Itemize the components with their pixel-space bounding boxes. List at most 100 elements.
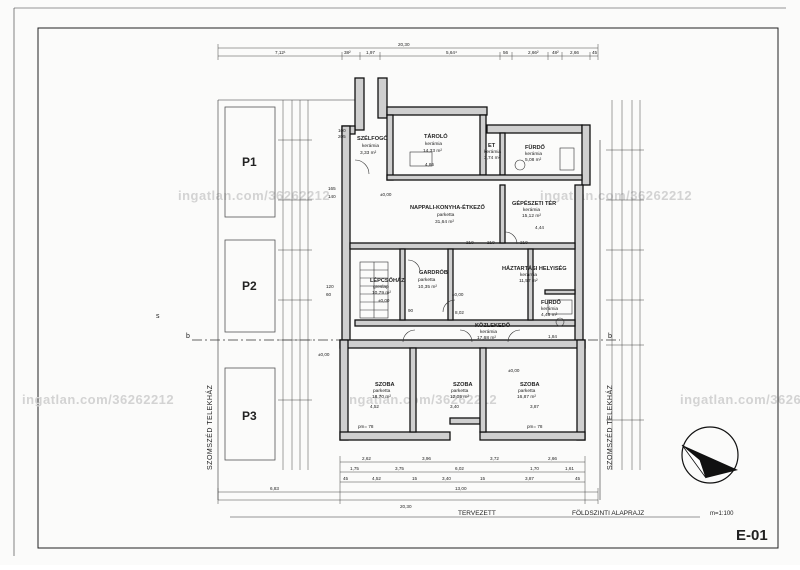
room-area-furdo-2: 4,46 m² [541,312,558,318]
svg-text:±0,00: ±0,00 [508,368,520,373]
parking-label-p2: P2 [242,279,257,293]
room-name-szoba-3: SZOBA [520,382,540,388]
parking-label-p3: P3 [242,409,257,423]
watermark-1: ingatlan.com/36262212 [178,188,330,203]
room-name-haztartasi: HÁZTARTÁSI HELYISÉG [502,264,567,272]
svg-text:1,61: 1,61 [565,466,574,471]
svg-text:pm= 78: pm= 78 [527,424,543,429]
room-name-furdo-2: FÜRDŐ [541,299,562,306]
sheet-code: E-01 [736,527,768,544]
parking-bay-p2 [224,239,276,333]
neighbour-label-right: SZOMSZÉD TELEKHÁZ [605,384,614,470]
left-dimension-chains [278,100,312,470]
watermark-2: ingatlan.com/36262212 [540,188,692,203]
svg-text:90: 90 [408,308,414,313]
room-name-gepeszeti: GÉPÉSZETI TÉR [512,199,556,207]
svg-text:15: 15 [412,476,418,481]
svg-text:4,86: 4,86 [425,162,434,167]
top-dimension-chain: 20,30 7,12¹ 38² 1,97 5,64⁴ 56 2,66² 48² … [217,42,599,60]
room-area-tarolo: 14,33 m² [423,148,442,154]
svg-text:56: 56 [503,50,509,55]
svg-text:48²: 48² [552,50,559,55]
room-area-et: 3,74 m² [484,155,501,161]
room-name-furdo-1: FÜRDŐ [525,144,546,151]
room-floor-szelfogo: kerámia [362,143,379,149]
room-area-lepcsohaz: 10,79 m² [372,290,391,296]
svg-text:165: 165 [328,186,336,191]
side-mark: s [156,313,160,320]
svg-text:±0,00: ±0,00 [452,292,464,297]
svg-text:15: 15 [480,476,486,481]
svg-text:pm= 78: pm= 78 [358,424,374,429]
room-floor-kozlekedo: kerámia [480,329,497,335]
svg-text:±0,00: ±0,00 [378,298,390,303]
room-name-lepcsohaz: LÉPCSŐHÁZ [370,276,405,284]
building-outline [339,77,591,441]
bottom-dimension-chains: 2,62 3,96 3,72 2,66 1,75 3,75 6,02 1,70 … [217,456,599,509]
room-name-szoba-1: SZOBA [375,382,395,388]
svg-text:6,02: 6,02 [455,466,464,471]
svg-text:7,12¹: 7,12¹ [275,50,286,55]
svg-text:3,40: 3,40 [450,404,459,409]
staircase [359,261,389,319]
svg-text:13,00: 13,00 [455,486,467,491]
svg-text:3,96: 3,96 [422,456,431,461]
room-name-szoba-2: SZOBA [453,382,473,388]
room-area-szoba-2: 12,05 m² [450,394,469,400]
svg-text:45: 45 [343,476,349,481]
sheet-frame [37,27,779,549]
svg-text:2,62: 2,62 [362,456,371,461]
svg-text:45: 45 [575,476,581,481]
plan-status: TERVEZETT [458,510,496,517]
svg-text:1,97: 1,97 [366,50,375,55]
svg-text:±0,00: ±0,00 [318,352,330,357]
room-floor-gepeszeti: kerámia [523,207,540,213]
room-area-haztartasi: 11,57 m² [519,278,538,284]
neighbour-label-left: SZOMSZÉD TELEKHÁZ [205,384,214,470]
svg-text:120: 120 [326,284,334,289]
svg-text:3,87: 3,87 [525,476,534,481]
room-floor-gardrob: parketta [418,277,436,283]
room-name-szelfogo: SZÉLFOGÓ [357,134,388,142]
svg-text:8,02: 8,02 [455,310,464,315]
svg-text:20,30: 20,30 [400,504,412,509]
svg-text:210: 210 [466,240,474,245]
svg-text:1,75: 1,75 [350,466,359,471]
right-dimension-chains [606,100,644,470]
room-name-tarolo: TÁROLÓ [424,132,448,140]
door-swings [354,159,521,343]
svg-text:3,75: 3,75 [395,466,404,471]
watermark-3: ingatlan.com/36262212 [22,392,174,407]
room-floor-furdo-1: kerámia [525,151,542,157]
svg-text:38²: 38² [344,50,351,55]
svg-text:4,52: 4,52 [372,476,381,481]
room-area-nappali: 31,64 m² [435,219,454,225]
room-area-szoba-3: 16,87 m² [517,394,536,400]
svg-text:4,52: 4,52 [370,404,379,409]
room-floor-et: kerámia [484,149,501,155]
section-mark-right: b [608,333,612,340]
svg-text:3,40: 3,40 [442,476,451,481]
bathroom-fixtures [409,147,575,327]
room-floor-szoba-2: parketta [451,388,469,394]
parking-bay-p3 [224,367,276,461]
svg-text:2,66²: 2,66² [528,50,539,55]
room-name-gardrob: GARDRÓB [419,268,448,276]
title-block: TERVEZETT FÖLDSZINTI ALAPRAJZ m=1:100 E-… [230,509,768,544]
svg-text:1,84: 1,84 [548,334,557,339]
svg-text:2,66: 2,66 [548,456,557,461]
svg-text:5,64⁴: 5,64⁴ [446,50,457,55]
room-floor-haztartasi: kerámia [520,272,537,278]
svg-text:140: 140 [328,194,336,199]
svg-text:2,66: 2,66 [570,50,579,55]
svg-text:3,87: 3,87 [530,404,539,409]
room-name-et: ET [488,143,496,149]
plan-title: FÖLDSZINTI ALAPRAJZ [572,509,644,517]
room-area-kozlekedo: 17,68 m² [477,335,496,341]
room-floor-nappali: parketta [437,212,455,218]
svg-text:±0,00: ±0,00 [380,192,392,197]
room-labels: SZÉLFOGÓ kerámia 3,33 m² TÁROLÓ kerámia … [357,132,567,400]
room-area-szelfogo: 3,33 m² [360,150,377,156]
